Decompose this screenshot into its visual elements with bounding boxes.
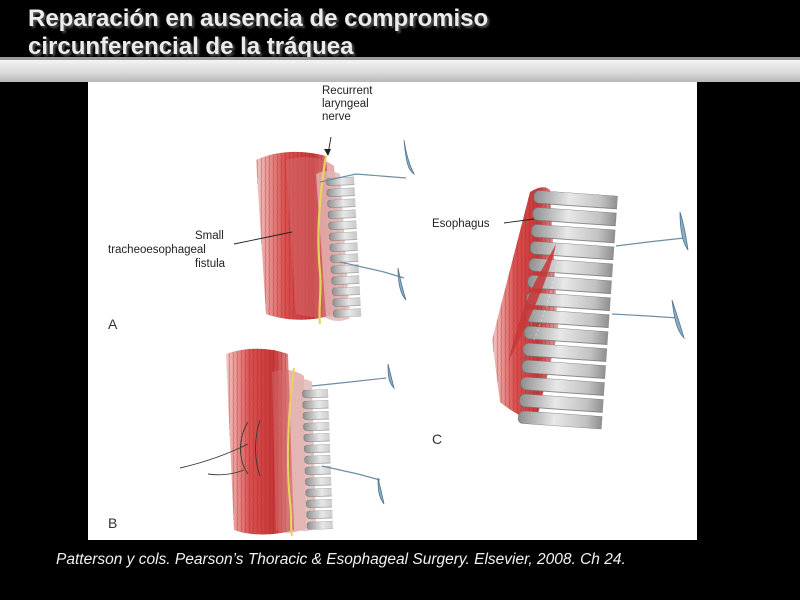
label-recurrent-laryngeal-nerve-2: laryngeal [322, 98, 369, 110]
surgical-illustration: Recurrent laryngeal nerve Small tracheoe… [88, 82, 697, 540]
slide-title-line-1: Reparación en ausencia de compromiso [28, 5, 489, 32]
panel-letter-c: C [432, 431, 442, 447]
panel-a-illustration [233, 136, 416, 325]
citation-caption: Patterson y cols. Pearson’s Thoracic & E… [56, 551, 626, 568]
panel-b-illustration [179, 348, 395, 537]
title-divider-shadow [0, 57, 800, 60]
label-recurrent-laryngeal-nerve-1: Recurrent [322, 85, 373, 97]
label-fistula-3: fistula [195, 258, 226, 270]
slide-title: Reparación en ausencia de compromiso cir… [28, 5, 798, 61]
panel-c-illustration [492, 187, 689, 430]
label-fistula-2: tracheoesophageal [108, 244, 206, 256]
slide-title-line-2: circunferencial de la tráquea [28, 33, 354, 60]
title-divider-bar [0, 60, 800, 82]
label-recurrent-laryngeal-nerve-3: nerve [322, 111, 351, 123]
label-esophagus: Esophagus [432, 218, 490, 230]
panel-letter-b: B [108, 515, 117, 531]
label-fistula-1: Small [195, 230, 224, 242]
panel-letter-a: A [108, 316, 118, 332]
